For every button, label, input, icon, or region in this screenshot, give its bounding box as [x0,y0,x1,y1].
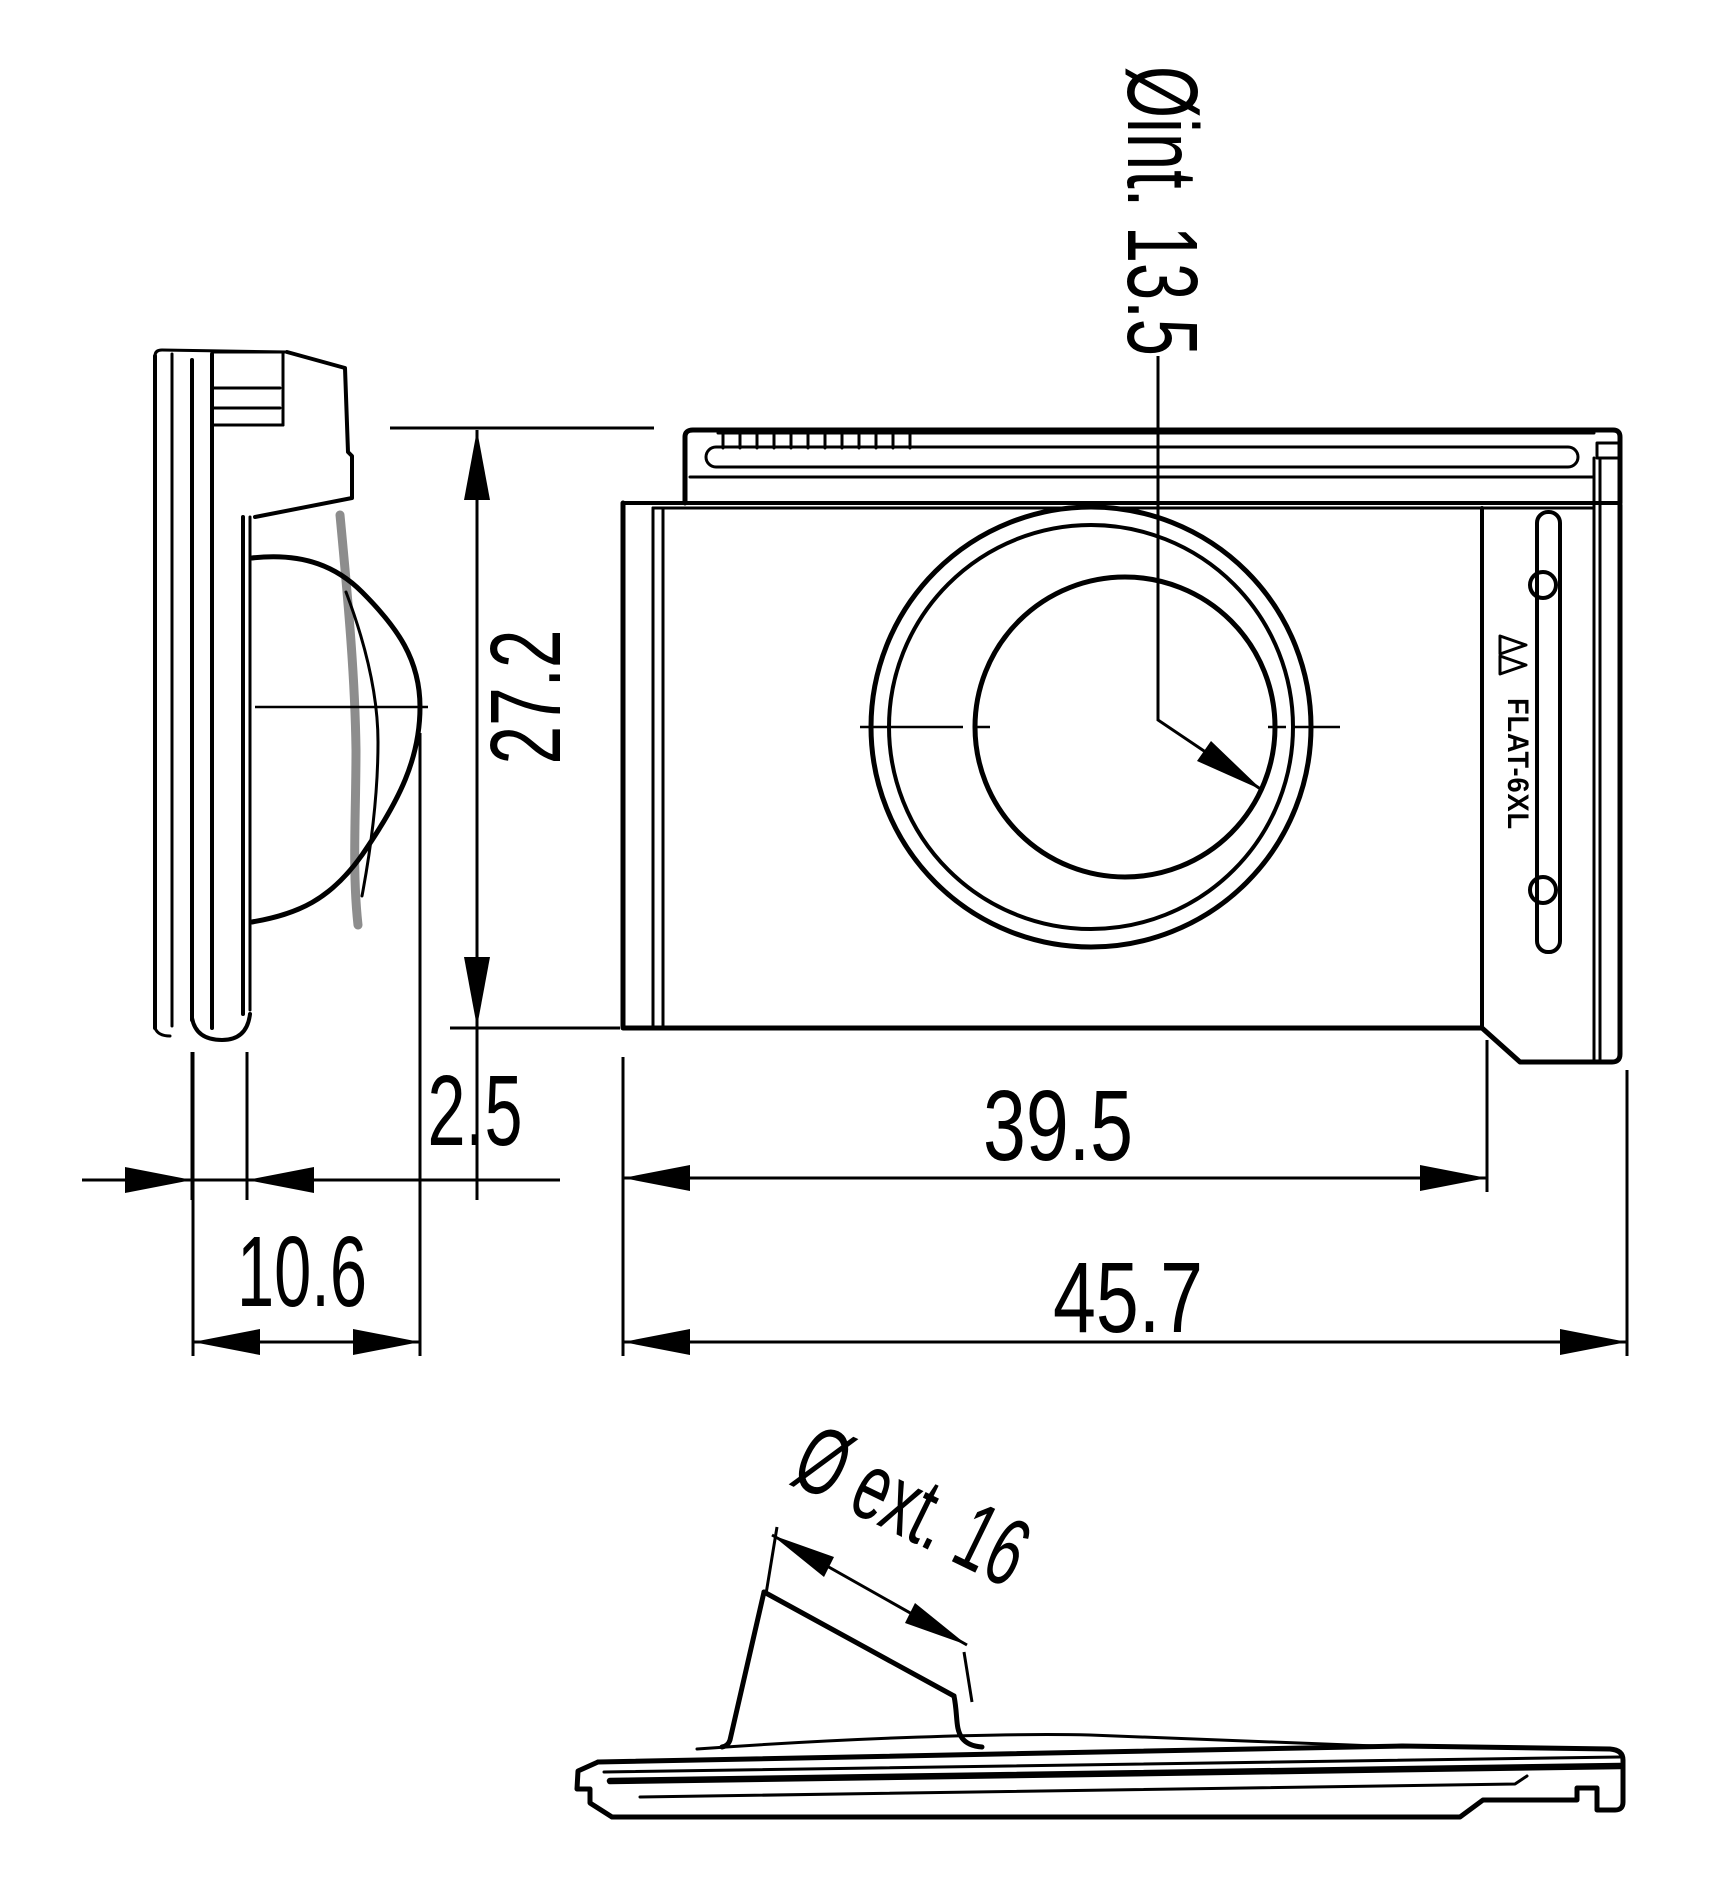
boss-ridge [695,1733,1404,1751]
leader-arrow [1197,741,1262,790]
front-view: FLAT-6XL [620,427,1623,1065]
dim-height: 27.2 [390,426,654,1200]
dim-plate-thickness: 2.5 [82,1052,560,1200]
dim-text-depth: 10.6 [237,1216,367,1328]
dome-outline [249,554,423,925]
inner-hole-circle [972,574,1278,880]
dim-text-height: 27.2 [470,630,582,765]
screw-hole-top [1528,570,1558,600]
dim-overall-width: 45.7 [623,1070,1629,1356]
dim-text-inner-diameter: Øint. 13.5 [1106,66,1218,356]
part-label: FLAT-6XL [1501,698,1534,830]
dim-depth: 10.6 [191,733,422,1356]
dim-text-overall-width: 45.7 [1053,1242,1203,1354]
dim-text-outer-diameter: Ø ext. 16 [779,1404,1046,1608]
angled-tube [719,1589,985,1750]
grommet-opening [860,504,1340,950]
dim-outer-diameter: Ø ext. 16 [764,1404,1046,1703]
dim-text-inner-width: 39.5 [983,1070,1133,1182]
bottom-profile-view [574,1589,1626,1820]
dim-text-plate-thickness: 2.5 [428,1055,523,1167]
brand-logo [1498,634,1528,676]
screw-hole-bottom [1528,875,1558,905]
body [620,456,1623,1065]
fastener-slot [1535,510,1562,954]
dim-inner-width: 39.5 [621,1040,1489,1356]
dim-inner-diameter: Øint. 13.5 [1106,66,1263,792]
top-flange [682,427,1623,506]
rib-pattern [721,431,912,450]
clip-detail [210,350,354,519]
side-view [153,348,428,1042]
